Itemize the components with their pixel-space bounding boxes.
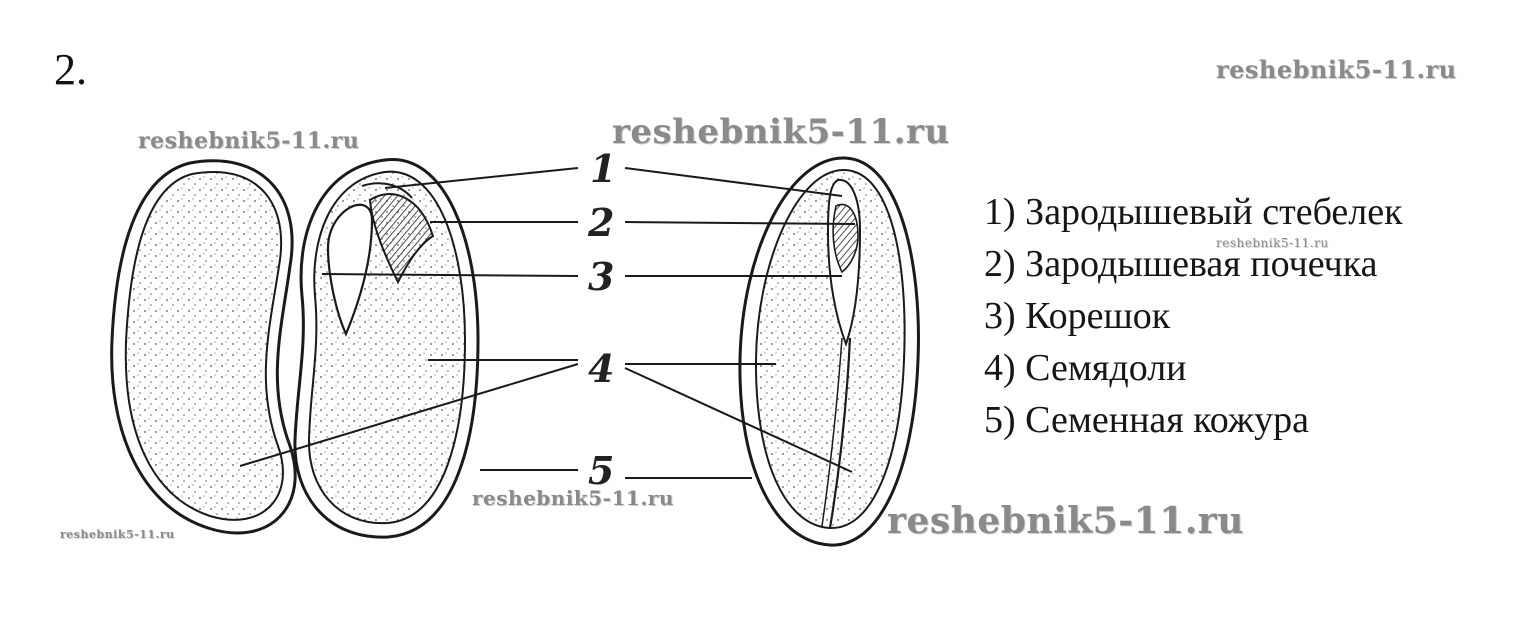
right-plumule-shape xyxy=(832,203,859,274)
watermark-top-center: reshebnik5-11.ru xyxy=(612,112,950,152)
callout-2: 2 xyxy=(587,200,614,245)
left-bean-half xyxy=(110,159,297,535)
legend: 1) Зародышевый стебелек 2) Зародышевая п… xyxy=(984,186,1403,446)
watermark-bottom-right: reshebnik5-11.ru xyxy=(887,500,1244,542)
callout-numbers: 1 2 3 4 5 xyxy=(587,146,616,493)
right-bean-section xyxy=(738,156,920,547)
legend-item: 5) Семенная кожура xyxy=(984,399,1309,441)
watermark-middle-small: reshebnik5-11.ru xyxy=(1216,236,1329,250)
callout-3: 3 xyxy=(588,254,614,299)
watermark-top-right: reshebnik5-11.ru xyxy=(1216,55,1457,84)
watermark-bottom-center: reshebnik5-11.ru xyxy=(472,486,674,510)
middle-bean-half xyxy=(293,158,480,539)
leader-lines xyxy=(239,167,856,479)
middle-radicle-shape xyxy=(326,203,374,337)
legend-item: 3) Корешок xyxy=(984,295,1171,337)
callout-5: 5 xyxy=(588,448,614,493)
legend-item: 1) Зародышевый стебелек xyxy=(984,191,1403,233)
legend-item: 4) Семядоли xyxy=(984,347,1187,389)
watermark-bottom-left: reshebnik5-11.ru xyxy=(60,528,175,541)
task-number: 2. xyxy=(54,45,87,94)
middle-plumule-shape xyxy=(368,193,435,285)
callout-4: 4 xyxy=(588,346,614,391)
watermark-upper-left: reshebnik5-11.ru xyxy=(138,128,360,154)
callout-1: 1 xyxy=(590,146,616,191)
legend-item: 2) Зародышевая почечка xyxy=(984,243,1378,285)
